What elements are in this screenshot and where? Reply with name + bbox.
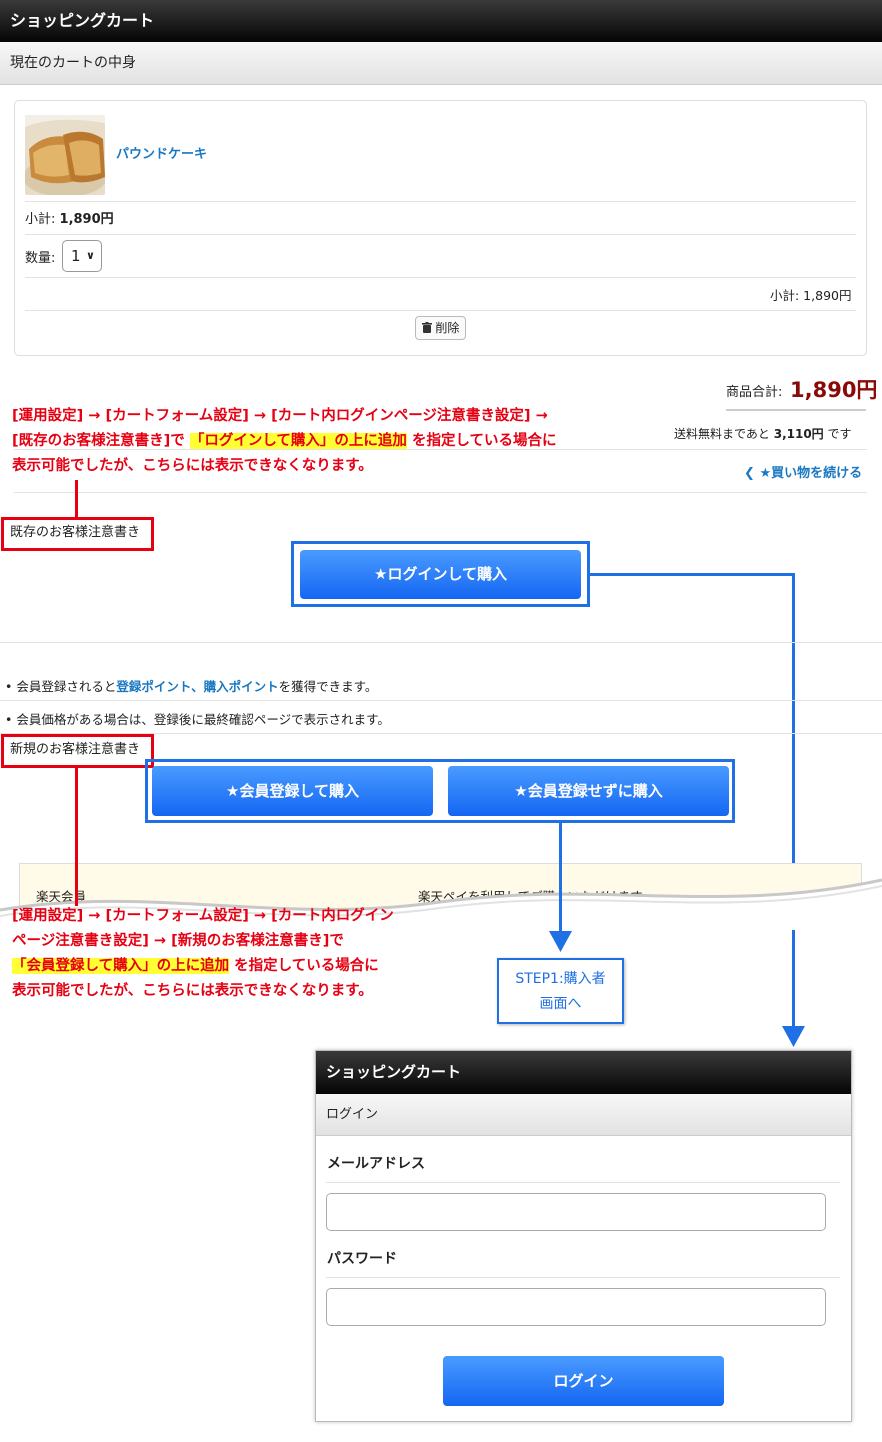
total-label: 商品合計: (726, 385, 783, 400)
divider (326, 1182, 840, 1183)
app-header: ショッピングカート (0, 0, 882, 42)
annotation-bottom-line2: ページ注意書き設定] → [新規のお客様注意書き]で (12, 933, 344, 949)
free-shipping-amount: 3,110円 (773, 427, 824, 441)
free-shipping-pre: 送料無料まであと (674, 427, 770, 441)
divider (25, 277, 856, 278)
email-field[interactable] (326, 1193, 826, 1231)
divider (14, 449, 867, 450)
divider (326, 1277, 840, 1278)
torn-edge-decoration (0, 878, 882, 930)
divider (25, 201, 856, 202)
flow-arrow-line (559, 823, 562, 933)
delete-label: 削除 (435, 321, 460, 335)
pound-cake-photo[interactable] (25, 115, 105, 195)
login-buy-frame (291, 541, 590, 607)
divider (0, 700, 882, 701)
cart-section-title: 現在のカートの中身 (0, 42, 882, 85)
login-buy-button[interactable]: ★ログインして購入 (300, 550, 581, 599)
step1-line2: 画面へ (539, 996, 582, 1012)
annotation-highlight: 「会員登録して購入」の上に追加 (12, 958, 230, 974)
chevron-down-icon: ∨ (86, 249, 95, 262)
points-link[interactable]: 登録ポイント、購入ポイント (116, 679, 279, 694)
annotation-text: を指定している場合に (411, 433, 557, 449)
flow-arrow-line (590, 573, 795, 576)
annotation-bottom: [運用設定] → [カートフォーム設定] → [カート内ログイン ページ注意書き… (12, 904, 482, 1004)
delete-button[interactable]: 削除 (415, 316, 466, 340)
password-field[interactable] (326, 1288, 826, 1326)
divider (0, 733, 882, 734)
qty-label: 数量: (25, 251, 56, 266)
annotation-bottom-line3: 「会員登録して購入」の上に追加 を指定している場合に (12, 954, 482, 979)
guest-buy-button[interactable]: ★会員登録せずに購入 (448, 766, 729, 816)
annotation-highlight: 「ログインして購入」の上に追加 (189, 433, 407, 449)
continue-shopping-label: ★買い物を続ける (759, 466, 863, 481)
bullet: • (5, 712, 13, 727)
member-info-line2: • 会員価格がある場合は、登録後に最終確認ページで表示されます。 (5, 709, 390, 728)
quantity-select[interactable]: 1 (62, 240, 102, 272)
member-info-text: 会員登録されると (16, 679, 117, 694)
pound-cake-image (25, 115, 105, 195)
free-shipping-post: です (827, 427, 852, 441)
annotation-bottom-line1: [運用設定] → [カートフォーム設定] → [カート内ログイン (12, 908, 394, 924)
line-subtotal: 小計: 1,890円 (770, 288, 852, 303)
continue-shopping-link[interactable]: ❮ ★買い物を続ける (744, 462, 862, 481)
annotation-top: [運用設定] → [カートフォーム設定] → [カート内ログインページ注意書き設… (12, 404, 612, 479)
trash-icon (421, 322, 432, 333)
flow-arrow-line (792, 573, 795, 1028)
chevron-left-icon: ❮ (744, 466, 755, 481)
new-customer-note-box: 新規のお客様注意書き (1, 734, 154, 768)
register-buy-button[interactable]: ★会員登録して購入 (152, 766, 433, 816)
subtotal-value: 1,890円 (59, 212, 114, 227)
login-panel-header: ショッピングカート (316, 1051, 851, 1094)
step1-box: STEP1:購入者 画面へ (497, 958, 624, 1024)
divider (726, 409, 866, 411)
subtotal-label: 小計: (25, 212, 56, 227)
annotation-top-line3: 表示可能でしたが、こちらには表示できなくなります。 (12, 458, 373, 474)
total-value: 1,890円 (790, 378, 878, 402)
free-shipping-note: 送料無料まであと 3,110円 です (674, 425, 852, 442)
member-info-text: を獲得できます。 (278, 679, 378, 694)
annotation-text: を指定している場合に (234, 958, 379, 974)
divider (25, 310, 856, 311)
member-info-text: 会員価格がある場合は、登録後に最終確認ページで表示されます。 (16, 712, 390, 727)
existing-customer-note-box: 既存のお客様注意書き (1, 517, 154, 551)
arrow-down-icon (549, 931, 572, 952)
step1-line1: STEP1:購入者 (515, 971, 606, 987)
cart-item-card (14, 100, 867, 356)
purchase-buttons-frame (145, 759, 735, 823)
annotation-connector (75, 768, 78, 906)
bullet: • (5, 679, 13, 694)
divider (25, 234, 856, 235)
password-label: パスワード (327, 1251, 397, 1267)
login-panel-subtitle: ログイン (316, 1094, 851, 1136)
divider (0, 642, 882, 643)
arrow-down-icon (782, 1026, 805, 1047)
member-info-line1: • 会員登録されると登録ポイント、購入ポイントを獲得できます。 (5, 676, 377, 695)
annotation-top-line2: [既存のお客様注意書き]で 「ログインして購入」の上に追加 を指定している場合に (12, 429, 612, 454)
annotation-bottom-line4: 表示可能でしたが、こちらには表示できなくなります。 (12, 983, 373, 999)
rakuten-text-left: 楽天会員 (36, 889, 87, 904)
item-name-link[interactable]: パウンドケーキ (116, 147, 208, 162)
item-subtotal: 小計: 1,890円 (25, 208, 114, 227)
login-button[interactable]: ログイン (443, 1356, 724, 1406)
divider (14, 492, 867, 493)
annotation-top-line1: [運用設定] → [カートフォーム設定] → [カート内ログインページ注意書き設… (12, 408, 548, 424)
annotation-text: [既存のお客様注意書き]で (12, 433, 185, 449)
email-label: メールアドレス (327, 1156, 425, 1172)
annotation-connector (75, 480, 78, 517)
